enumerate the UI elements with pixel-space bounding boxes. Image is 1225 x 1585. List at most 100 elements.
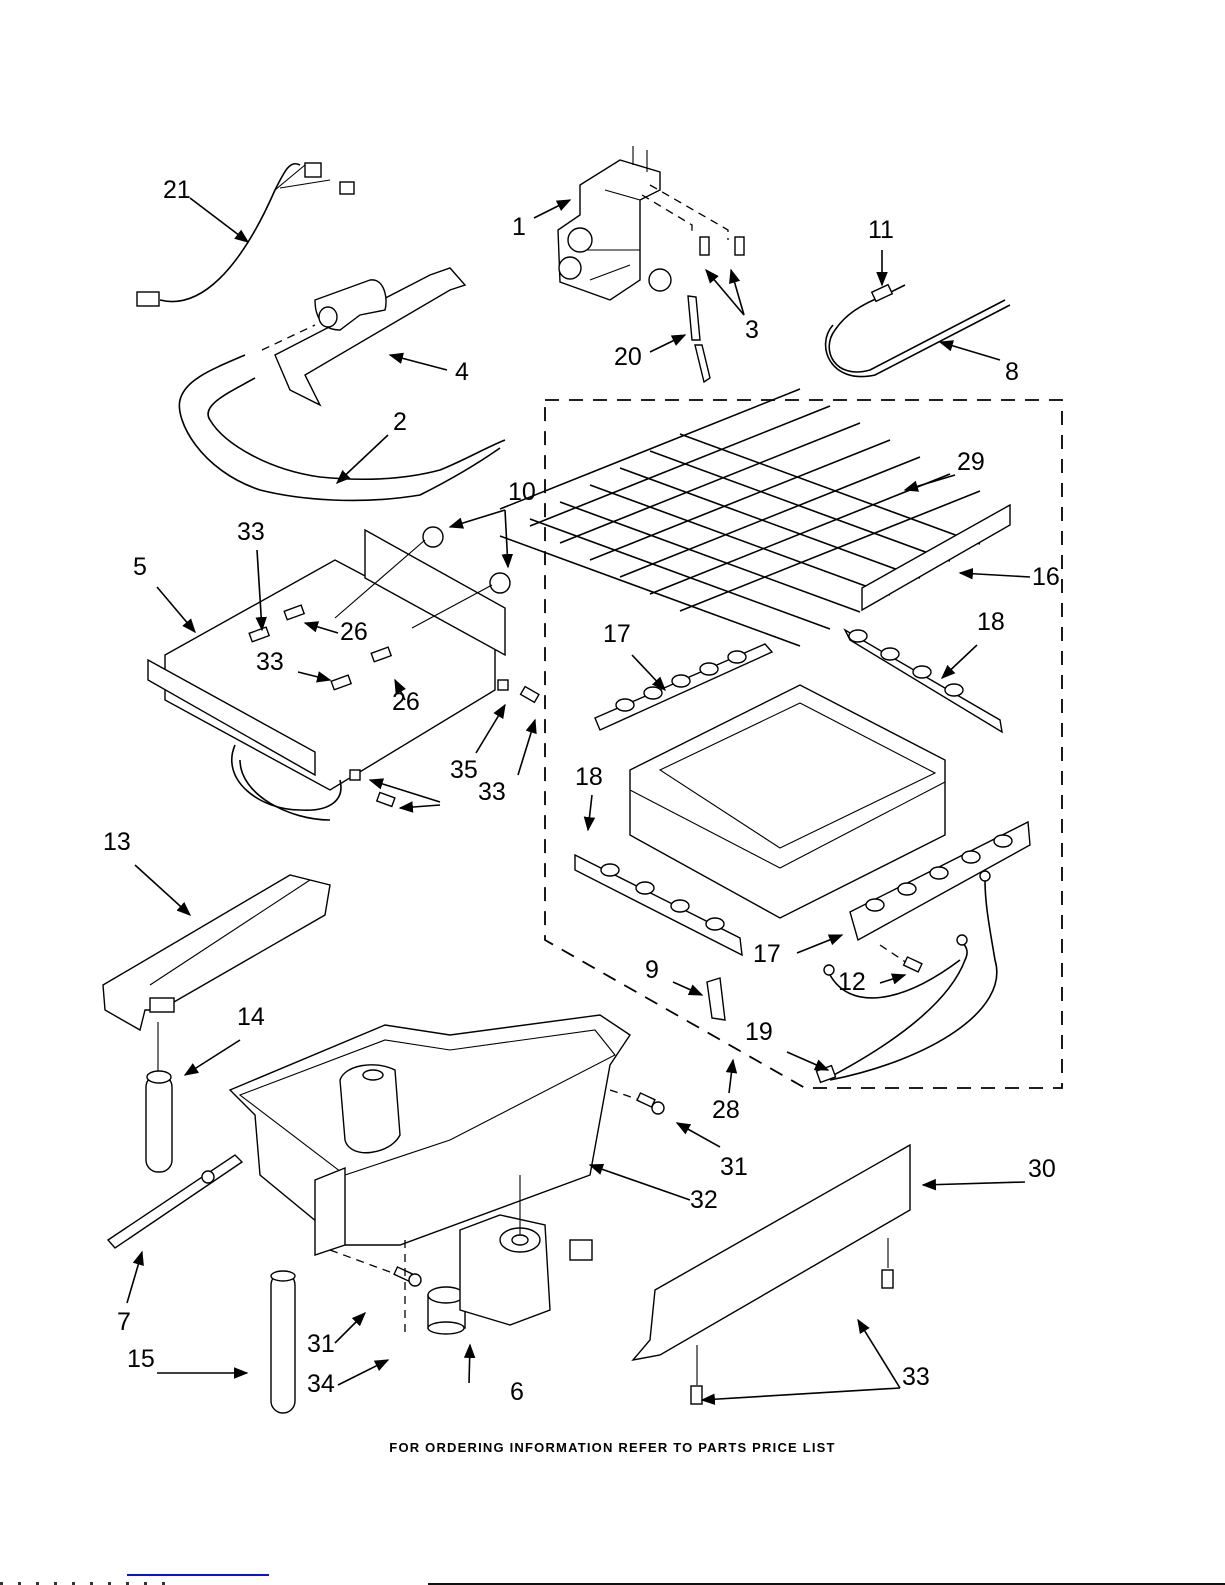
rail-cup bbox=[699, 662, 719, 676]
callout-19: 19 bbox=[745, 1018, 773, 1046]
heater-grid-wire bbox=[559, 422, 861, 544]
part-17-rail-bottom bbox=[849, 820, 1031, 942]
part-29-heater-grid bbox=[499, 388, 981, 647]
rail-cup bbox=[961, 850, 981, 864]
callout-18: 18 bbox=[977, 608, 1005, 636]
callout-33: 33 bbox=[237, 518, 265, 546]
scan-artifact-rule bbox=[428, 1583, 1225, 1585]
rail-cup bbox=[912, 665, 932, 679]
callout-33: 33 bbox=[478, 778, 506, 806]
heater-grid-wire bbox=[619, 456, 921, 578]
callout-15: 15 bbox=[127, 1345, 155, 1373]
heater-grid-wire bbox=[649, 450, 951, 562]
callout-labels: 21 1 11 3 20 8 4 2 29 10 33 5 26 33 26 1… bbox=[103, 176, 1060, 1406]
callout-26: 26 bbox=[340, 618, 368, 646]
part-34-nut bbox=[404, 1240, 466, 1335]
part-1-water-valve bbox=[557, 146, 672, 301]
callout-26: 26 bbox=[392, 688, 420, 716]
heater-grid-wire bbox=[649, 473, 951, 595]
rail-cup bbox=[615, 698, 635, 712]
callout-35: 35 bbox=[450, 756, 478, 784]
callout-16: 16 bbox=[1032, 563, 1060, 591]
heater-grid-wire bbox=[529, 518, 831, 630]
callout-33: 33 bbox=[256, 648, 284, 676]
heater-grid-wire bbox=[589, 484, 891, 596]
part-10-grommets bbox=[334, 526, 511, 629]
callout-14: 14 bbox=[237, 1003, 265, 1031]
rail-cup bbox=[865, 898, 885, 912]
callout-30: 30 bbox=[1028, 1155, 1056, 1183]
callout-18: 18 bbox=[575, 763, 603, 791]
assembly-28-boundary bbox=[544, 399, 1063, 1089]
rail-cup bbox=[944, 683, 964, 697]
callout-28: 28 bbox=[712, 1096, 740, 1124]
part-6-auger-motor bbox=[459, 1175, 593, 1326]
callout-13: 13 bbox=[103, 828, 131, 856]
callout-8: 8 bbox=[1005, 358, 1019, 386]
callout-3: 3 bbox=[745, 316, 759, 344]
callout-5: 5 bbox=[133, 553, 147, 581]
callout-6: 6 bbox=[510, 1378, 524, 1406]
part-15-tube bbox=[270, 1270, 296, 1414]
part-4-fill-cup bbox=[274, 267, 467, 407]
callout-21: 21 bbox=[163, 176, 191, 204]
leader-lines bbox=[126, 197, 1031, 1405]
callout-29: 29 bbox=[957, 448, 985, 476]
part-9-clip bbox=[706, 977, 726, 1021]
part-20-tube bbox=[687, 295, 711, 384]
callout-9: 9 bbox=[645, 956, 659, 984]
scan-artifact-marks bbox=[0, 1582, 170, 1585]
callout-34: 34 bbox=[307, 1370, 335, 1398]
callout-10: 10 bbox=[508, 478, 536, 506]
part-12-screw bbox=[879, 944, 923, 973]
rail-cup bbox=[635, 881, 655, 895]
rail-cup bbox=[600, 863, 620, 877]
part-32-ice-bin bbox=[228, 1014, 631, 1256]
part-17-rail-top bbox=[594, 643, 774, 731]
heater-grid-wire bbox=[589, 439, 891, 561]
callout-17: 17 bbox=[603, 620, 631, 648]
callout-11: 11 bbox=[868, 216, 894, 244]
callout-12: 12 bbox=[838, 968, 866, 996]
heater-grid-wire bbox=[499, 388, 801, 510]
rail-cup bbox=[897, 882, 917, 896]
callout-31: 31 bbox=[307, 1330, 335, 1358]
callout-7: 7 bbox=[117, 1308, 131, 1336]
rail-cup bbox=[993, 834, 1013, 848]
rail-cup bbox=[929, 866, 949, 880]
heater-grid-wire bbox=[499, 535, 801, 647]
rail-cup bbox=[671, 674, 691, 688]
part-2-heater-tube bbox=[178, 324, 506, 502]
part-18-rail-top bbox=[843, 628, 1003, 734]
heater-grid-wire bbox=[619, 467, 921, 579]
heater-grid-wire bbox=[679, 433, 981, 545]
rail-cup bbox=[670, 899, 690, 913]
rail-cup bbox=[880, 647, 900, 661]
rail-cup bbox=[848, 629, 868, 643]
scan-artifact-bar bbox=[127, 1574, 269, 1576]
part-30-cover bbox=[631, 1143, 911, 1405]
rail-cup bbox=[643, 686, 663, 700]
part-18-rail-bottom bbox=[574, 853, 743, 957]
part-7-tube bbox=[106, 1154, 244, 1249]
callout-32: 32 bbox=[690, 1186, 718, 1214]
ice-mold-frame bbox=[629, 684, 946, 919]
part-16-strip bbox=[861, 503, 1011, 612]
rail-cup bbox=[727, 650, 747, 664]
rail-cup bbox=[705, 917, 725, 931]
part-14-tube bbox=[145, 1022, 173, 1173]
part-3-screws bbox=[641, 184, 745, 256]
callout-31: 31 bbox=[720, 1153, 748, 1181]
callout-33: 33 bbox=[902, 1363, 930, 1391]
part-8-fill-tube bbox=[824, 283, 1011, 378]
callout-4: 4 bbox=[455, 358, 469, 386]
callout-2: 2 bbox=[393, 408, 407, 436]
heater-grid-wire bbox=[529, 405, 831, 527]
callout-17: 17 bbox=[753, 940, 781, 968]
part-13-chute bbox=[102, 874, 331, 1032]
ordering-info-note: FOR ORDERING INFORMATION REFER TO PARTS … bbox=[389, 1440, 836, 1455]
heater-grid-wire bbox=[679, 490, 981, 612]
callout-20: 20 bbox=[614, 343, 642, 371]
part-21-wire-harness bbox=[136, 162, 355, 307]
